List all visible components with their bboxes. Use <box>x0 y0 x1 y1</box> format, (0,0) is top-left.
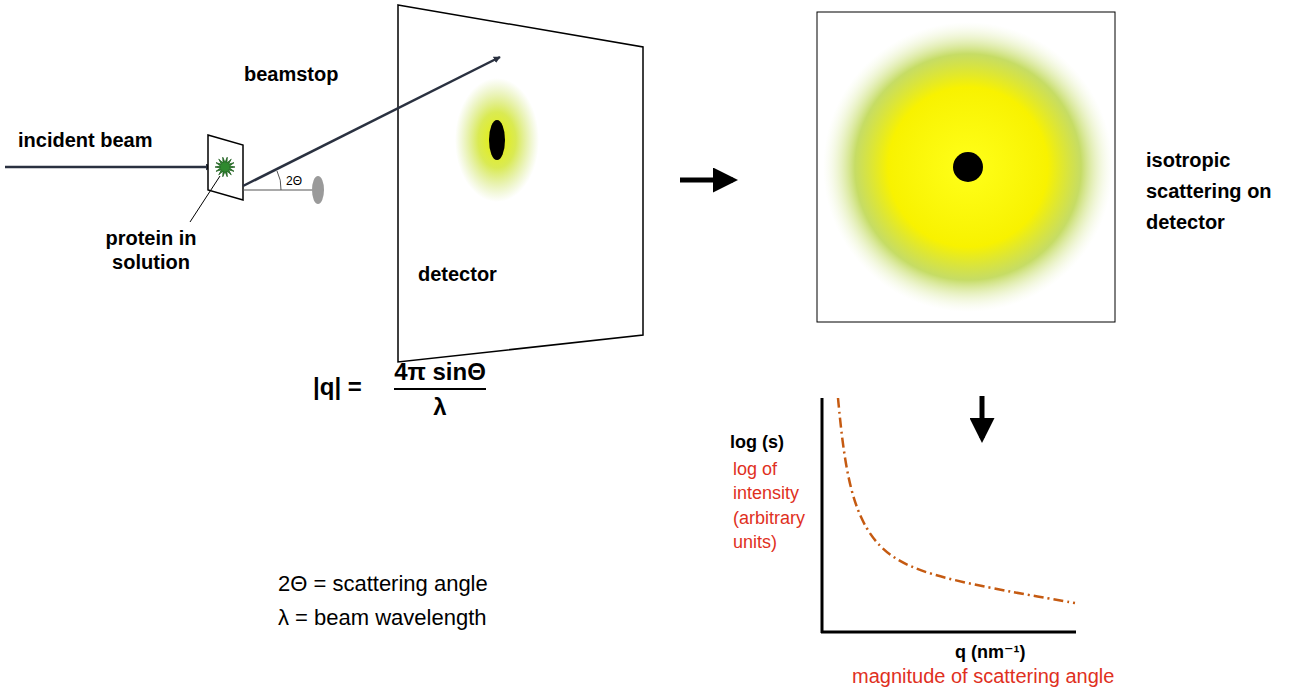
axis-label: q (nm⁻¹) <box>955 642 1075 664</box>
process-arrow <box>980 396 985 438</box>
definition-text: λ = beam wavelength <box>278 605 608 631</box>
definition-text: 2Θ = scattering angle <box>278 571 608 597</box>
image-label: isotropic scattering on detector <box>1146 145 1278 238</box>
incident-beam-arrow <box>5 166 212 169</box>
angle-label: 2Θ <box>286 174 316 188</box>
part-label: protein in solution <box>95 226 207 274</box>
axis-description: log of intensity (arbitrary units) <box>733 457 819 555</box>
scattering-curve <box>838 398 1075 603</box>
protein-star <box>215 157 235 176</box>
x-axis <box>821 631 1076 634</box>
part-label: beamstop <box>244 62 364 86</box>
sample-cell <box>208 135 243 200</box>
protein-star <box>215 157 235 176</box>
beamstop <box>312 176 324 204</box>
detector-panel <box>398 5 643 362</box>
scattered-beam-arrow <box>243 57 500 186</box>
formula-numerator: 4π sinΘ <box>390 358 490 387</box>
scattering-curve <box>838 398 1075 603</box>
y-axis <box>821 398 824 633</box>
scatter-glow <box>455 78 539 202</box>
process-arrow <box>680 178 733 183</box>
part-label: detector <box>418 262 528 286</box>
detector-image <box>817 12 1115 322</box>
axis-description: magnitude of scattering angle <box>852 664 1182 688</box>
beamstop-shadow <box>953 152 983 182</box>
formula-text: |q| = <box>313 373 393 402</box>
angle-arc <box>277 171 281 190</box>
formula-denominator: λ <box>390 393 490 422</box>
direct-beam-line <box>243 190 312 191</box>
beamstop-shadow <box>489 120 505 160</box>
beam-label: incident beam <box>18 128 198 152</box>
leader-line <box>190 176 220 222</box>
isotropic-ring <box>823 22 1113 312</box>
axis-label: log (s) <box>730 432 820 454</box>
fraction-bar <box>394 388 486 390</box>
